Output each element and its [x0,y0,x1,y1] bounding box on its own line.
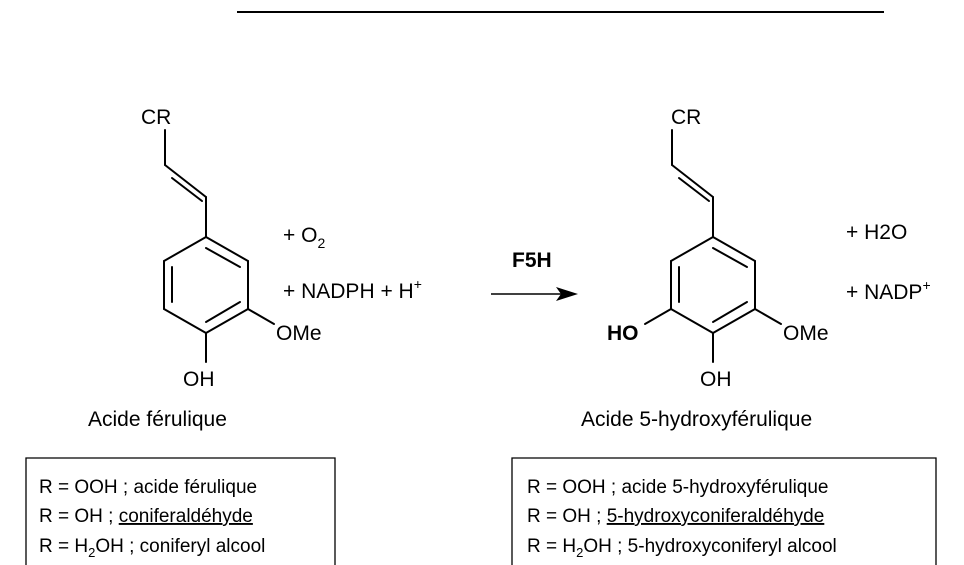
product-hydroxy-label: OH [700,368,732,391]
product-cr-label: CR [671,106,701,129]
product-name: Acide 5-hydroxyférulique [581,408,812,431]
product-variant-line: R = H2OH ; 5-hydroxyconiferyl alcool [527,536,837,560]
product-variants-box: R = OOH ; acide 5-hydroxyférulique R = O… [511,457,937,565]
nadph-label: + NADPH + H+ [283,276,422,303]
reactant-variant-line: R = OOH ; acide férulique [39,477,257,498]
reaction-arrow [491,287,578,301]
reactant-name: Acide férulique [88,408,227,431]
product-variant-line: R = OOH ; acide 5-hydroxyférulique [527,477,829,498]
water-label: + H2O [846,221,907,244]
reactant-variants-box: R = OOH ; acide férulique R = OH ; conif… [25,457,336,565]
reactant-structure [163,129,275,363]
reactant-variant-line: R = OH ; coniferaldéhyde [39,506,253,527]
reactant-methoxy-label: OMe [276,322,322,345]
o2-label: + O2 [283,224,325,251]
enzyme-label: F5H [512,249,552,272]
reactant-hydroxy-label: OH [183,368,215,391]
reactant-cr-label: CR [141,106,171,129]
nadp-label: + NADP+ [846,277,931,304]
product-structure [644,129,782,363]
reactant-variant-line: R = H2OH ; coniferyl alcool [39,536,265,560]
product-new-hydroxy-label: HO [607,322,639,345]
product-variant-line: R = OH ; 5-hydroxyconiferaldéhyde [527,506,824,527]
product-methoxy-label: OMe [783,322,829,345]
